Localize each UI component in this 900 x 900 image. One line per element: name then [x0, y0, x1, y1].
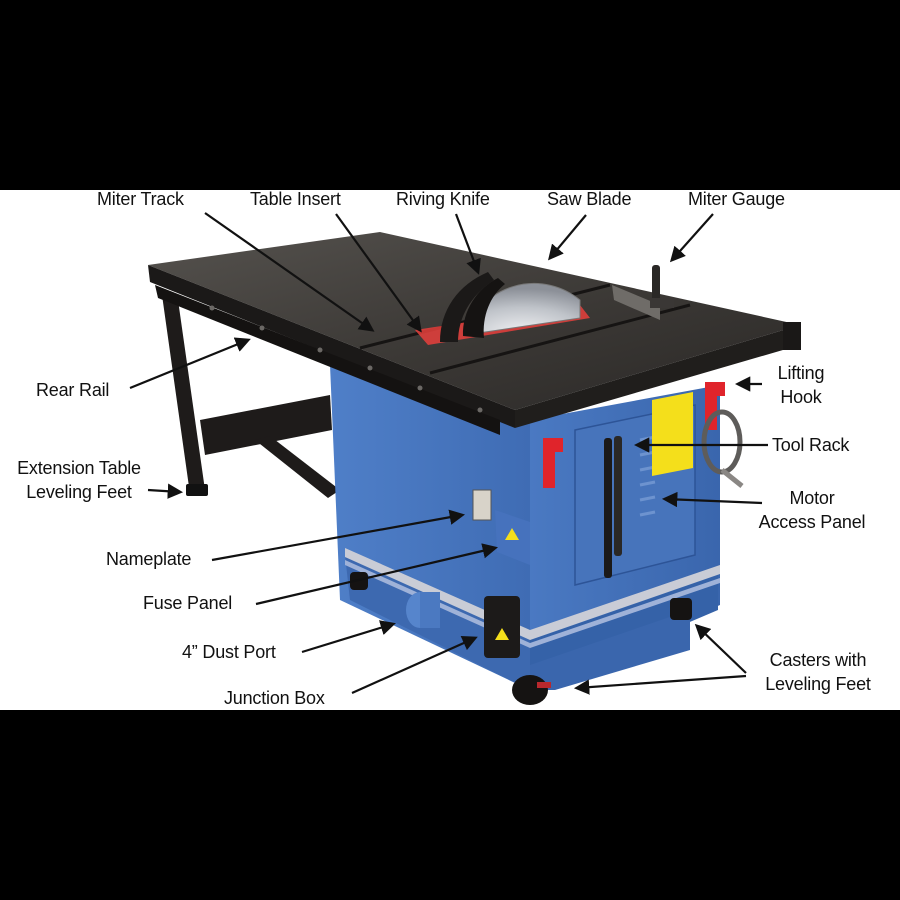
fuse-panel-shape	[495, 510, 530, 565]
nameplate-shape	[472, 489, 492, 521]
label-lifting-hook: Lifting Hook	[766, 361, 836, 409]
label-line: Hook	[780, 387, 822, 407]
label-line: Extension Table	[17, 458, 141, 478]
label-riving-knife: Riving Knife	[396, 189, 490, 209]
label-rear-rail: Rear Rail	[36, 380, 110, 400]
miter-gauge-shape	[612, 265, 674, 320]
label-tool-rack: Tool Rack	[772, 435, 850, 455]
label-miter-gauge: Miter Gauge	[688, 189, 785, 209]
label-line: Casters with	[769, 650, 867, 670]
label-extension-table-leveling-feet: Extension Table Leveling Feet	[6, 456, 152, 504]
label-fuse-panel: Fuse Panel	[143, 593, 233, 613]
label-miter-track: Miter Track	[97, 189, 184, 209]
label-line: Motor	[789, 488, 835, 508]
label-line: Leveling Feet	[26, 482, 132, 502]
label-junction-box: Junction Box	[224, 688, 325, 708]
label-nameplate: Nameplate	[106, 549, 192, 569]
label-line: Access Panel	[758, 512, 866, 532]
handwheel-shape	[701, 409, 744, 488]
label-dust-port: 4” Dust Port	[182, 642, 276, 662]
label-casters-leveling-feet: Casters with Leveling Feet	[752, 648, 884, 696]
label-motor-access-panel: Motor Access Panel	[748, 486, 876, 534]
casters-shape	[350, 572, 692, 705]
label-saw-blade: Saw Blade	[547, 189, 632, 209]
label-line: Leveling Feet	[765, 674, 871, 694]
dust-port-shape	[406, 592, 440, 628]
callout-arrows	[129, 212, 768, 695]
extension-table-frame	[162, 295, 340, 498]
label-table-insert: Table Insert	[250, 189, 341, 209]
saw-blade-shape	[440, 272, 581, 342]
motor-access-panel-shape	[574, 392, 696, 586]
junction-box-shape	[484, 596, 520, 658]
label-line: Lifting	[777, 363, 825, 383]
